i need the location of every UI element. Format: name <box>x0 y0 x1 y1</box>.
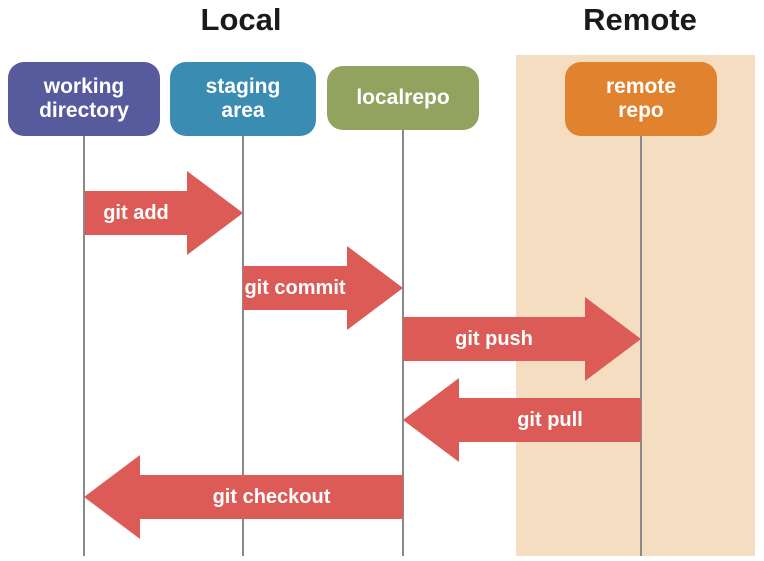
node-localrepo: localrepo <box>327 66 479 130</box>
arrow-git-pull-label: git pull <box>517 408 583 431</box>
node-localrepo-label: localrepo <box>356 85 450 109</box>
arrow-git-commit-head-icon <box>347 246 403 330</box>
arrow-git-push: git push <box>403 297 641 381</box>
arrow-git-push-head-icon <box>585 297 641 381</box>
lifeline-staging-area <box>242 136 244 556</box>
arrow-git-push-label: git push <box>455 327 533 350</box>
node-working-directory: working directory <box>8 62 160 136</box>
arrow-git-commit-body: git commit <box>243 266 347 310</box>
arrow-git-commit-label: git commit <box>244 276 346 299</box>
arrow-git-pull-head-icon <box>403 378 459 462</box>
lifeline-remote-repo <box>640 136 642 556</box>
node-remote-repo-label: remote repo <box>605 74 677 122</box>
arrow-git-commit: git commit <box>243 246 403 330</box>
arrow-git-add-head-icon <box>187 171 243 255</box>
node-remote-repo: remote repo <box>565 62 717 136</box>
section-title-local: Local <box>200 2 282 37</box>
node-staging-area-label: staging area <box>205 74 281 122</box>
arrow-git-add-label: git add <box>103 201 169 224</box>
arrow-git-pull-body: git pull <box>459 398 641 442</box>
arrow-git-push-body: git push <box>403 317 585 361</box>
arrow-git-checkout-label: git checkout <box>212 485 331 508</box>
arrow-git-checkout-head-icon <box>84 455 140 539</box>
node-staging-area: staging area <box>170 62 316 136</box>
arrow-git-pull: git pull <box>403 378 641 462</box>
arrow-git-add-body: git add <box>85 191 187 235</box>
arrow-git-add: git add <box>85 171 243 255</box>
section-title-remote: Remote <box>583 2 697 37</box>
lifeline-working-directory <box>83 136 85 556</box>
node-working-directory-label: working directory <box>39 74 129 122</box>
arrow-git-checkout: git checkout <box>84 455 403 539</box>
arrow-git-checkout-body: git checkout <box>140 475 403 519</box>
